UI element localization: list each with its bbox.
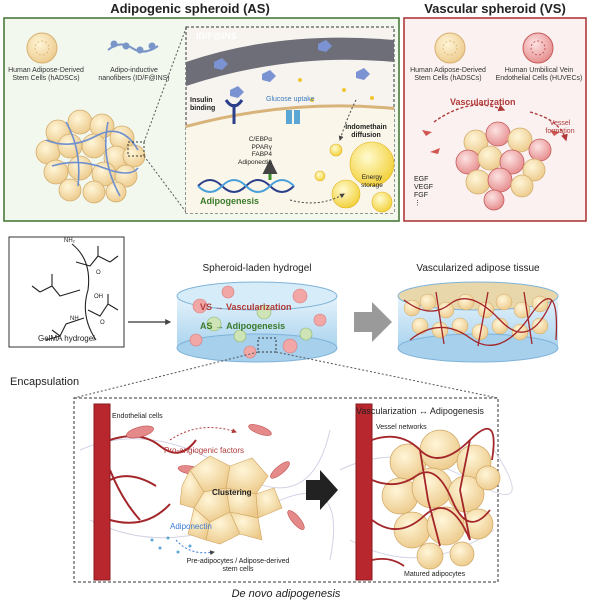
chem-oh: OH — [94, 294, 103, 300]
as-hadsc-label: Human Adipose-Derived Stem Cells (hADSCs… — [8, 67, 84, 82]
bottom-caption: De novo adipogenesis — [231, 588, 341, 600]
chem-o2: O — [100, 320, 105, 326]
adiponectin-label: Adiponectin — [170, 522, 212, 531]
gene-3: FABP4 — [251, 151, 272, 158]
growth-factor-list: EGF VEGF FGF ⋮ — [414, 176, 433, 208]
as-hadsc-cell-icon — [26, 32, 58, 64]
dna-helix-icon — [197, 179, 295, 193]
hydrogel-dish — [176, 281, 338, 363]
factor-2: VEGF — [414, 184, 434, 191]
zoom-box — [127, 141, 145, 157]
gelma-structure — [31, 243, 119, 341]
matured-adipocytes-label: Matured adipocytes — [404, 571, 466, 578]
lipid-droplets — [314, 141, 395, 213]
hydrogel-title: Spheroid-laden hydrogel — [202, 263, 312, 274]
adipogenesis-label: Adipogenesis — [200, 196, 260, 206]
energy-storage-label: Energy storage — [361, 174, 383, 189]
encapsulation-label: Encapsulation — [10, 376, 80, 388]
vessel-networks-label: Vessel networks — [376, 424, 427, 431]
indomethacin-label: Indomethain diffusion — [345, 124, 387, 139]
factor-4: ⋮ — [414, 200, 421, 207]
glucose-transporter-icon — [286, 110, 300, 124]
left-blood-vessel — [93, 403, 197, 581]
gene-1: C/EBPα — [248, 136, 272, 143]
nanofiber-icon — [107, 40, 159, 54]
insulin-binding-label: Insulin binding — [190, 97, 216, 112]
gene-4: Adiponectin — [238, 158, 272, 166]
black-process-arrow — [306, 470, 338, 510]
vs-arrow-label: VS → Vascularization — [200, 302, 292, 312]
glucose-uptake-label: Glucose uptake — [266, 96, 315, 103]
vs-hadsc-cell-icon — [434, 32, 466, 64]
chem-nh: NH — [70, 316, 79, 322]
right-blood-vessel — [355, 403, 373, 581]
vs-spheroid — [422, 121, 560, 211]
gelma-box — [8, 236, 125, 348]
factor-1: EGF — [414, 176, 429, 183]
insulin-molecules — [214, 40, 370, 98]
hydrogel-zoom-box — [257, 337, 277, 353]
endothelial-label: Endothelial cells — [112, 413, 163, 420]
as-spheroid — [35, 109, 146, 204]
vascularized-tissue-dish — [397, 281, 559, 363]
fiber-name-label: ID/F@INS — [196, 31, 237, 41]
gelma-label: GelMA hydrogel — [38, 334, 95, 343]
vessel-network — [371, 427, 495, 567]
gene-2: PPARγ — [251, 143, 272, 151]
pro-angiogenic-label: Pro-angiogenic factors — [164, 446, 245, 455]
vs-panel-title: Vascular spheroid (VS) — [424, 1, 566, 16]
as-arrow-label: AS → Adipogenesis — [200, 321, 286, 331]
as-panel-title: Adipogenic spheroid (AS) — [110, 1, 270, 16]
insulin-receptor-icon — [224, 99, 244, 124]
nanofiber-label: Adipo-inductive nanofibers (ID/F@INS) — [98, 67, 170, 82]
chem-nh2: NH₂ — [64, 238, 75, 244]
grey-process-arrow — [354, 302, 392, 342]
vascularization-label: Vascularization — [450, 97, 516, 107]
chem-o1: O — [96, 270, 101, 276]
huvec-label: Human Umbilical Vein Endothelial Cells (… — [495, 67, 583, 82]
vessel-formation-label: Vessel formation — [545, 120, 575, 135]
factor-3: FGF — [414, 192, 428, 199]
gene-list: C/EBPα PPARγ FABP4 Adiponectin — [228, 136, 272, 166]
pre-adipocytes-label: Pre-adipocytes / Adipose-derived stem ce… — [186, 558, 290, 573]
clustering-label: Clustering — [212, 488, 252, 497]
vasc-adipo-label: Vascularization ↔ Adipogenesis — [356, 406, 484, 416]
fiber-strand — [186, 37, 394, 86]
cell-cluster — [179, 455, 283, 545]
as-zoom-inset — [185, 26, 395, 214]
vs-hadsc-label: Human Adipose-Derived Stem Cells (hADSCs… — [410, 67, 486, 82]
huvec-cell-icon — [522, 32, 554, 64]
tissue-title: Vascularized adipose tissue — [416, 263, 540, 274]
